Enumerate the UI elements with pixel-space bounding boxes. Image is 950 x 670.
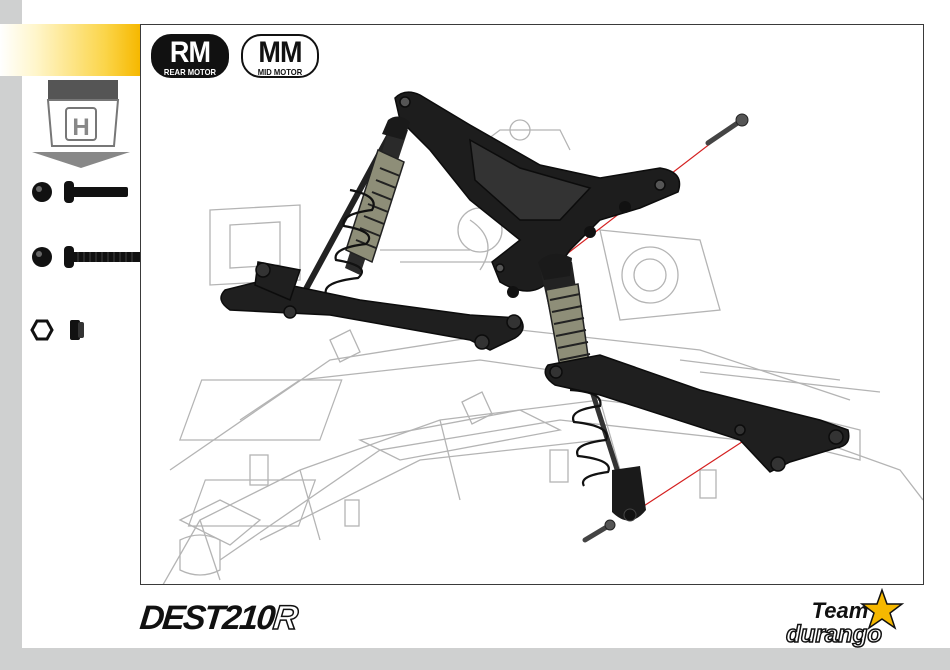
- bag-icon: H: [48, 80, 118, 146]
- model-logo-main: DEST210: [138, 599, 275, 637]
- brand-line-1: Team: [812, 598, 869, 623]
- nut-icon: [32, 321, 52, 339]
- hardware-panel: H: [22, 76, 140, 376]
- shock-tower: [395, 92, 680, 291]
- upper-arm-left: [221, 262, 523, 350]
- arrow-down-icon: [32, 152, 130, 168]
- model-logo: DEST210R: [138, 598, 298, 638]
- brand-logo: Team durango: [762, 588, 922, 648]
- button-head-screw-icon: [64, 181, 128, 203]
- screw-bottom: [585, 520, 615, 540]
- ball-end-icon: [32, 182, 52, 202]
- step-tab: [0, 24, 140, 76]
- lower-arm-right: [545, 355, 849, 472]
- page-bottom-band: [0, 648, 950, 670]
- model-logo-suffix: R: [271, 599, 298, 637]
- button-head-screw-icon: [64, 246, 140, 268]
- screw-top: [708, 114, 748, 143]
- assembly-drawing: [141, 25, 923, 584]
- step-label: H: [72, 114, 89, 141]
- brand-line-2: durango: [786, 621, 882, 648]
- ball-end-icon: [32, 247, 52, 267]
- shock-left: [292, 116, 410, 308]
- lock-nut-icon: [70, 320, 84, 340]
